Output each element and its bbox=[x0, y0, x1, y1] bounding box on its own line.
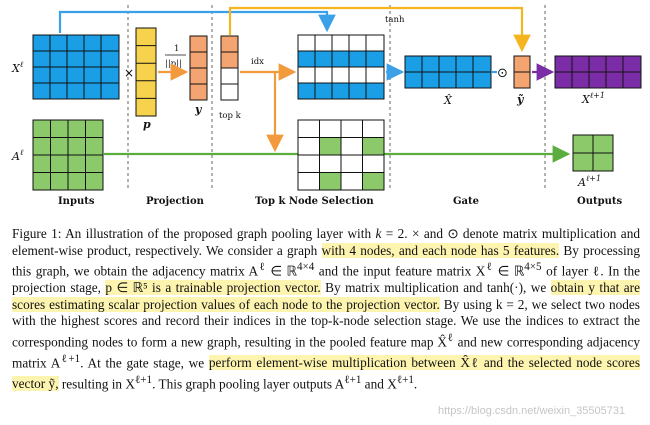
x-l1-label: Xℓ+1 bbox=[581, 91, 605, 106]
score-vector-y bbox=[189, 35, 208, 101]
stage-dividers bbox=[127, 5, 546, 190]
top-k-label: top k bbox=[219, 111, 242, 121]
watermark: https://blog.csdn.net/weixin_35505731 bbox=[438, 405, 626, 417]
stage-label-inputs: Inputs bbox=[58, 196, 95, 207]
output-adjacency-matrix bbox=[572, 134, 614, 172]
p-label: p bbox=[143, 118, 151, 131]
selected-adjacency-matrix bbox=[297, 119, 385, 191]
adjacency-matrix bbox=[32, 119, 104, 191]
selected-feature-matrix bbox=[297, 34, 385, 100]
a-l-label: Aℓ bbox=[11, 148, 24, 163]
elementwise-product-icon: ⊙ bbox=[497, 66, 508, 81]
y-tilde-label: ỹ bbox=[516, 93, 525, 106]
stage-label-projection: Projection bbox=[146, 196, 205, 207]
y-label: y bbox=[194, 103, 203, 116]
output-feature-matrix bbox=[554, 55, 642, 89]
selected-scores-vector bbox=[513, 55, 531, 89]
figure-caption: Figure 1: An illustration of the propose… bbox=[12, 226, 641, 392]
highlight-1: with 4 nodes, and each node has 5 featur… bbox=[321, 242, 560, 258]
highlight-2: p ∈ ℝ⁵ is a trainable projection vector. bbox=[105, 280, 321, 296]
blue-skip-arrow bbox=[58, 10, 336, 33]
x-l-label: Xℓ bbox=[11, 60, 24, 75]
multiply-icon: × bbox=[124, 66, 134, 80]
x-hat-label: X̂ bbox=[443, 94, 453, 107]
fraction-denominator: ||p|| bbox=[165, 59, 182, 69]
fraction-numerator: 1 bbox=[174, 44, 179, 54]
input-feature-matrix bbox=[32, 34, 120, 100]
stage-label-outputs: Outputs bbox=[577, 196, 622, 207]
stage-label-top-k: Top k Node Selection bbox=[255, 196, 374, 207]
graph-pooling-diagram: tanh Xℓ × p 1 ||p|| y top k bbox=[11, 5, 642, 207]
tanh-label: tanh bbox=[385, 15, 405, 25]
tanh-arrow bbox=[228, 6, 531, 53]
pooled-feature-matrix bbox=[404, 55, 492, 89]
idx-label: idx bbox=[251, 57, 264, 67]
top-k-vector bbox=[220, 35, 239, 101]
stage-label-gate: Gate bbox=[453, 196, 479, 207]
a-l1-label: Aℓ+1 bbox=[577, 174, 601, 189]
projection-vector-p bbox=[135, 27, 157, 117]
